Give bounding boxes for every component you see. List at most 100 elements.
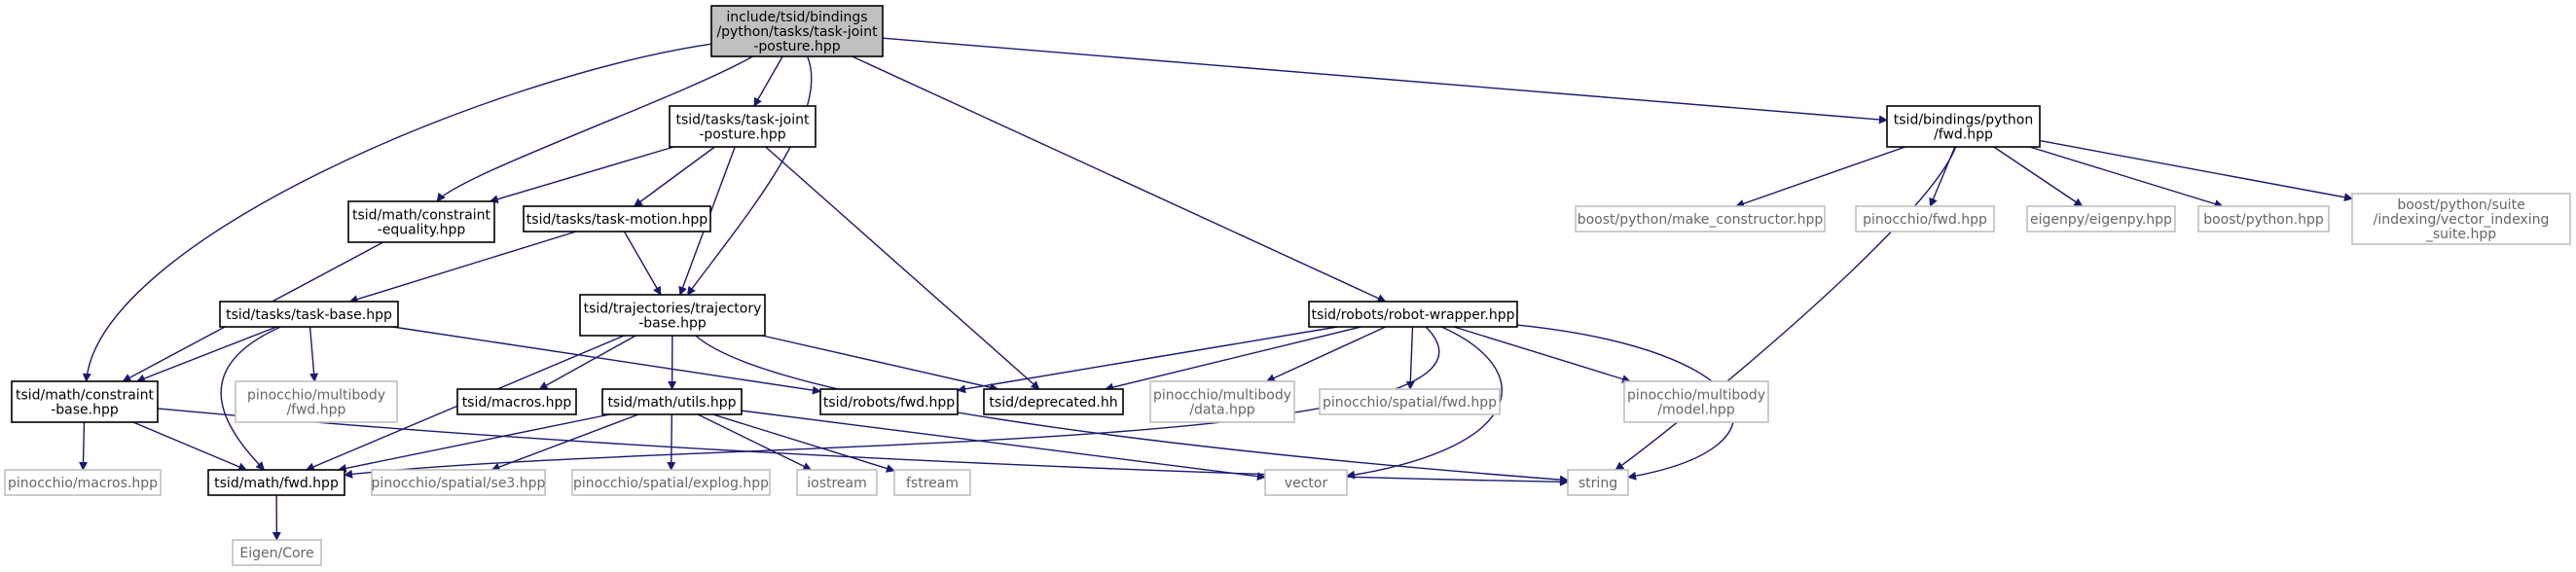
node-box <box>207 469 345 496</box>
node-box <box>11 380 159 423</box>
edge-task_base-to-constraint_base <box>135 326 277 383</box>
node-trajectory_base[interactable]: tsid/trajectories/trajectory-base.hpp <box>579 294 766 337</box>
node-vector_indexing[interactable]: boost/python/suite/indexing/vector_index… <box>2351 193 2571 245</box>
edge-bindings_fwd-to-vector_indexing <box>2039 139 2353 202</box>
edge-robot_wrapper-to-pin_spatial_fwd <box>1405 326 1415 390</box>
node-box <box>1264 469 1348 496</box>
node-box <box>235 380 398 423</box>
node-pin_multibody_fwd[interactable]: pinocchio/multibody/fwd.hpp <box>235 380 398 423</box>
node-label-line: boost/python/make_constructor.hpp <box>1578 212 1824 228</box>
node-box <box>1623 380 1769 423</box>
node-label-line: -posture.hpp <box>753 39 840 54</box>
node-label-line: tsid/math/constraint <box>16 388 155 404</box>
node-label-line: eigenpy/eigenpy.hpp <box>2030 212 2172 228</box>
node-label-line: iostream <box>807 476 867 491</box>
node-label-line: pinocchio/macros.hpp <box>8 476 158 491</box>
node-pin_explog[interactable]: pinocchio/spatial/explog.hpp <box>571 469 771 496</box>
node-label-line: tsid/tasks/task-motion.hpp <box>526 212 708 228</box>
node-box <box>2197 205 2330 232</box>
node-box <box>1855 205 1995 232</box>
node-constraint_equality[interactable]: tsid/math/constraint-equality.hpp <box>347 200 495 243</box>
node-pin_multibody_model[interactable]: pinocchio/multibody/model.hpp <box>1623 380 1769 423</box>
node-math_fwd[interactable]: tsid/math/fwd.hpp <box>207 469 345 496</box>
node-root[interactable]: include/tsid/bindings/python/tasks/task-… <box>710 5 884 57</box>
node-pin_macros[interactable]: pinocchio/macros.hpp <box>4 469 162 496</box>
node-tsid_macros[interactable]: tsid/macros.hpp <box>456 388 577 415</box>
node-label-line: pinocchio/multibody <box>1153 388 1291 404</box>
node-pin_spatial_fwd[interactable]: pinocchio/spatial/fwd.hpp <box>1319 388 1501 415</box>
node-label-line: -base.hpp <box>638 316 707 332</box>
node-pin_multibody_data[interactable]: pinocchio/multibody/data.hpp <box>1149 380 1295 423</box>
node-box <box>893 469 971 496</box>
node-boost_python[interactable]: boost/python.hpp <box>2197 205 2330 232</box>
edge-bindings_fwd-to-eigenpy <box>1993 146 2084 207</box>
edge-constraint_base-to-math_fwd <box>132 421 247 472</box>
node-pin_fwd[interactable]: pinocchio/fwd.hpp <box>1855 205 1995 232</box>
node-box <box>347 200 495 243</box>
edge-root-to-task_joint_posture <box>753 55 783 107</box>
node-box <box>1319 388 1501 415</box>
node-eigenpy[interactable]: eigenpy/eigenpy.hpp <box>2026 205 2176 232</box>
node-label-line: tsid/tasks/task-base.hpp <box>226 307 392 323</box>
node-label-line: tsid/math/fwd.hpp <box>214 476 339 491</box>
node-label-line: tsid/bindings/python <box>1894 113 2033 128</box>
node-task_base[interactable]: tsid/tasks/task-base.hpp <box>219 301 399 328</box>
node-box <box>601 388 743 415</box>
node-deprecated[interactable]: tsid/deprecated.hh <box>983 388 1124 415</box>
node-constraint_base[interactable]: tsid/math/constraint-base.hpp <box>11 380 159 423</box>
edge-robot_wrapper-to-math_fwd <box>344 326 1440 479</box>
node-label-line: -posture.hpp <box>699 127 785 143</box>
node-label-line: /fwd.hpp <box>287 403 346 418</box>
edge-root-to-constraint_equality <box>436 55 753 202</box>
node-box <box>571 469 771 496</box>
node-label-line: pinocchio/spatial/explog.hpp <box>573 476 769 491</box>
node-iostream[interactable]: iostream <box>796 469 878 496</box>
edge-math_utils-to-iostream <box>697 413 813 471</box>
node-box <box>4 469 162 496</box>
node-box <box>1567 469 1629 496</box>
edge-constraint_base-to-string <box>157 408 1569 486</box>
edge-root-to-constraint_base <box>82 43 712 382</box>
node-string[interactable]: string <box>1567 469 1629 496</box>
node-eigen_core[interactable]: Eigen/Core <box>232 539 322 566</box>
node-robot_wrapper[interactable]: tsid/robots/robot-wrapper.hpp <box>1308 301 1518 328</box>
edge-task_motion-to-trajectory_base <box>623 231 662 296</box>
node-math_utils[interactable]: tsid/math/utils.hpp <box>601 388 743 415</box>
node-label-line: /model.hpp <box>1657 403 1735 418</box>
node-layer: include/tsid/bindings/python/tasks/task-… <box>4 5 2571 566</box>
edge-root-to-trajectory_base <box>686 55 813 296</box>
node-box <box>232 539 322 566</box>
edge-bindings_fwd-to-boost_python <box>2029 146 2224 208</box>
node-label-line: pinocchio/fwd.hpp <box>1863 212 1987 228</box>
edge-root-to-robot_wrapper <box>852 55 1387 303</box>
edge-task_base-to-robots_fwd <box>392 326 821 395</box>
node-vector[interactable]: vector <box>1264 469 1348 496</box>
node-robots_fwd[interactable]: tsid/robots/fwd.hpp <box>819 388 959 415</box>
edge-math_utils-to-math_fwd <box>337 413 610 473</box>
node-box <box>710 5 884 57</box>
node-label-line: pinocchio/spatial/se3.hpp <box>372 476 546 491</box>
edge-bindings_fwd-to-string <box>1615 146 1957 471</box>
node-bindings_fwd[interactable]: tsid/bindings/python/fwd.hpp <box>1886 105 2041 148</box>
node-label-line: boost/python/suite <box>2397 197 2524 213</box>
node-label-line: tsid/robots/fwd.hpp <box>823 395 955 411</box>
node-task_motion[interactable]: tsid/tasks/task-motion.hpp <box>523 205 711 232</box>
node-task_joint_posture[interactable]: tsid/tasks/task-joint-posture.hpp <box>669 105 816 148</box>
node-label-line: vector <box>1285 476 1328 491</box>
node-label-line: pinocchio/spatial/fwd.hpp <box>1323 395 1497 411</box>
node-label-line: include/tsid/bindings <box>726 10 867 25</box>
node-label-line: pinocchio/multibody <box>1627 388 1765 404</box>
node-pin_se3[interactable]: pinocchio/spatial/se3.hpp <box>371 469 546 496</box>
edge-task_joint_posture-to-deprecated <box>765 146 1040 390</box>
edge-trajectory_base-to-string <box>695 335 1569 484</box>
edge-root-to-bindings_fwd <box>882 37 1888 125</box>
node-box <box>796 469 878 496</box>
edge-math_utils-to-fstream <box>712 413 895 473</box>
node-label-line: _suite.hpp <box>2425 227 2496 242</box>
node-box <box>219 301 399 328</box>
node-make_constructor[interactable]: boost/python/make_constructor.hpp <box>1575 205 1826 232</box>
node-label-line: tsid/trajectories/trajectory <box>584 302 762 317</box>
node-fstream[interactable]: fstream <box>893 469 971 496</box>
edge-math_utils-to-pin_se3 <box>490 413 639 472</box>
